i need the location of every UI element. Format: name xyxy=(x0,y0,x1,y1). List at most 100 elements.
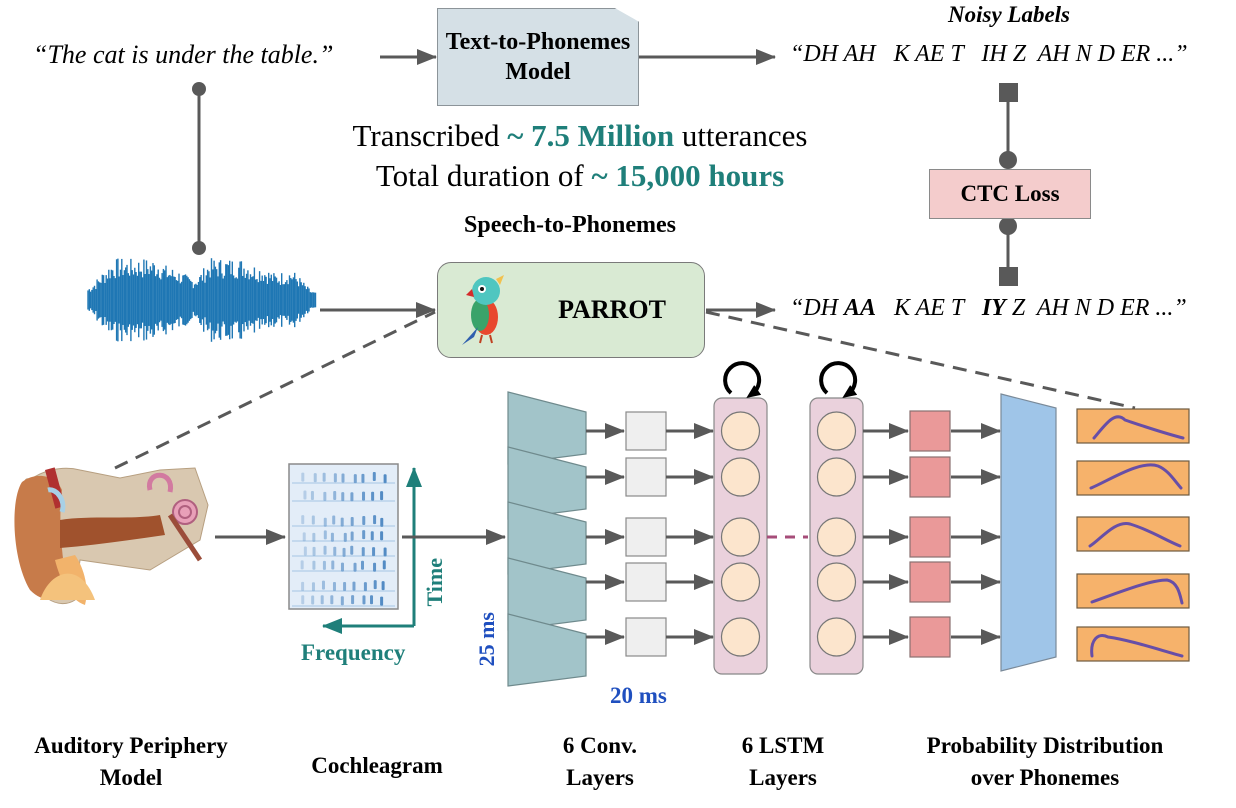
conv-layer-block xyxy=(507,557,587,631)
caption-line: Layers xyxy=(749,765,817,790)
phoneme-distribution-box xyxy=(1076,626,1190,662)
cochleagram-band xyxy=(383,547,387,557)
cochleagram-band xyxy=(373,515,377,525)
window-20ms-label: 20 ms xyxy=(610,683,667,708)
caption-line: Auditory Periphery xyxy=(34,733,228,758)
caption-cochleagram: Cochleagram xyxy=(311,753,443,778)
t2p-label-line1: Text-to-Phonemes xyxy=(445,29,631,55)
ctc-loss-box: CTC Loss xyxy=(929,169,1091,219)
cochleagram-band xyxy=(382,560,386,570)
cochleagram-band xyxy=(310,490,314,500)
cochleagram-band xyxy=(301,595,305,605)
ear-anatomy-illustration xyxy=(14,467,209,605)
speech-to-phonemes-label: Speech-to-Phonemes xyxy=(464,212,676,238)
conv-feature-box xyxy=(625,517,667,557)
zoom-line-left xyxy=(114,310,436,470)
phoneme-probability-curve xyxy=(1089,463,1183,490)
cochleagram-band xyxy=(303,546,307,556)
lstm-cell xyxy=(720,517,761,557)
cochleagram-band xyxy=(323,530,327,540)
lstm-cell xyxy=(816,617,857,657)
pred-seq-rest: Z AH N D ER ...” xyxy=(1005,295,1187,321)
phoneme-probability-curve xyxy=(1088,522,1182,548)
dense-unit-box xyxy=(909,516,951,558)
cochleagram-band xyxy=(341,492,345,502)
cochleagram-band xyxy=(373,562,377,572)
cochleagram-band xyxy=(372,472,376,482)
cochleagram-band xyxy=(323,491,327,501)
cochleagram-band xyxy=(361,473,365,483)
cochleagram-band xyxy=(362,515,366,525)
lstm-cell xyxy=(816,562,857,602)
cochleagram-band xyxy=(312,560,316,570)
cochleagram-band xyxy=(332,515,336,525)
noisy-labels-title: Noisy Labels xyxy=(948,2,1071,27)
cochleagram-band xyxy=(371,491,375,501)
cochleagram-band xyxy=(331,560,335,570)
dataset-stats: Transcribed ~ 7.5 Million utterances Tot… xyxy=(270,116,890,196)
cochleagram-band xyxy=(381,581,385,591)
cochleagram-band xyxy=(330,595,334,605)
output-projection-layer xyxy=(1000,393,1057,672)
cochleagram-band xyxy=(343,532,347,542)
conv-feature-box xyxy=(625,411,667,451)
time-axis-label: Time xyxy=(422,558,447,607)
cochleagram-band xyxy=(301,515,305,525)
cochleagram-band xyxy=(312,546,316,556)
parrot-model-box: PARROT xyxy=(437,262,705,358)
lstm-cell xyxy=(720,617,761,657)
ctc-connector-bottom xyxy=(999,217,1018,286)
ctc-connector-top xyxy=(999,83,1018,169)
cochleagram-band xyxy=(353,474,357,484)
conv-layer-block xyxy=(507,501,587,575)
cochleagram-band xyxy=(322,560,326,570)
cochleagram-band xyxy=(353,562,357,572)
cochleagram-band xyxy=(333,491,337,501)
noisy-label-sequence: “DH AH K AE T IH Z AH N D ER ...” xyxy=(790,41,1188,67)
t2p-label-line2: Model xyxy=(505,59,571,85)
cochleagram-band xyxy=(362,530,366,540)
phoneme-distribution-box xyxy=(1076,460,1190,496)
caption-line: Probability Distribution xyxy=(926,733,1164,758)
pred-seq-mid: K AE T xyxy=(876,295,982,321)
cochleagram-band xyxy=(351,595,355,605)
stat-line2-prefix: Total duration of xyxy=(375,158,592,193)
pred-error-aa: AA xyxy=(844,295,877,321)
audio-waveform xyxy=(87,258,317,342)
utterance-count: ~ 7.5 Million xyxy=(507,118,675,153)
cochleagram-image xyxy=(288,463,399,610)
dense-unit-box xyxy=(909,561,951,603)
cochleagram-band xyxy=(361,547,365,557)
cochleagram-band xyxy=(311,595,315,605)
cochleagram-band xyxy=(343,582,347,592)
caption-line: 6 Conv. xyxy=(562,733,638,758)
cochleagram-band xyxy=(362,595,366,605)
cochleagram-band xyxy=(350,531,354,541)
dense-unit-box xyxy=(909,410,951,452)
cochleagram-band xyxy=(332,582,336,592)
cochleagram-band xyxy=(372,547,376,557)
total-duration: ~ 15,000 hours xyxy=(591,158,785,193)
pred-error-iy: IY xyxy=(981,295,1006,321)
parrot-label: PARROT xyxy=(558,295,666,324)
lstm-cell xyxy=(720,411,761,451)
cochleagram-band xyxy=(342,547,346,557)
sentence-audio-connector xyxy=(192,82,206,255)
recurrent-loop-icon xyxy=(723,361,762,399)
cochleagram-band xyxy=(370,531,374,541)
lstm-cell xyxy=(816,411,857,451)
cochleagram-band xyxy=(341,473,345,483)
cochleagram-band xyxy=(383,474,387,484)
conv-layer-block xyxy=(507,391,587,465)
cochleagram-band xyxy=(350,545,354,555)
cochleagram-band xyxy=(301,472,305,482)
input-sentence: “The cat is under the table.” xyxy=(33,40,334,69)
caption-line: over Phonemes xyxy=(970,765,1120,790)
cochleagram-band xyxy=(350,516,354,526)
lstm-cell xyxy=(720,457,761,497)
cochleagram-band xyxy=(301,581,305,591)
cochleagram-band xyxy=(320,595,324,605)
